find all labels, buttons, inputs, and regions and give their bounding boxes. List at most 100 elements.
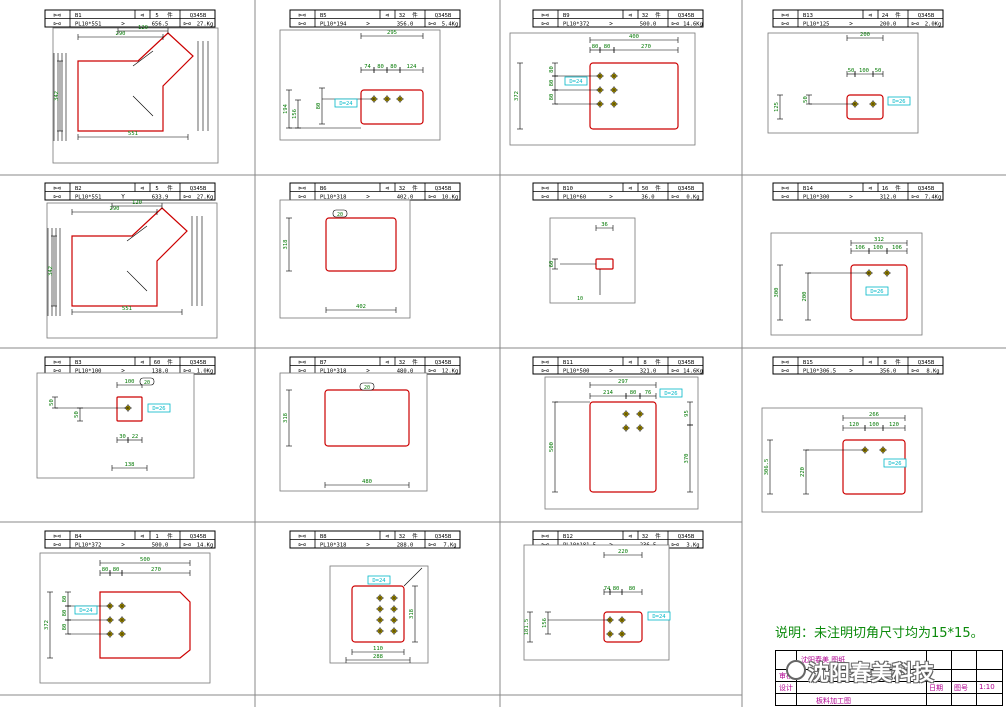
arrow-icon: ⊲	[385, 359, 389, 366]
part-material: Q345B	[918, 360, 935, 366]
dim-text: 80	[316, 103, 322, 110]
part-unit: 件	[167, 358, 173, 366]
arrow-icon: ⊳⊲	[53, 21, 61, 28]
part-weight: 5.4Kg	[442, 22, 459, 28]
part-id: B3	[75, 360, 82, 366]
hole-tag	[659, 388, 683, 398]
arrow-icon: ⊳⊲	[541, 194, 549, 201]
dim-text: 120	[849, 422, 859, 428]
part-unit: 件	[167, 11, 173, 19]
dim-text: 306.5	[764, 459, 770, 476]
cut-corner-note: 说明：未注明切角尺寸均为15*15。	[775, 626, 984, 641]
part-id: B4	[75, 534, 82, 540]
dim-text: 110	[373, 646, 383, 652]
dim-text: 74	[364, 64, 371, 70]
dim-text: 318	[283, 413, 289, 423]
arrow-icon: ⊳⊲	[53, 194, 61, 201]
part-qty: 5	[155, 13, 158, 19]
title-block-design: 设计	[779, 684, 793, 692]
dim-text: 342	[48, 266, 54, 276]
part-symbol: >	[366, 194, 370, 201]
part-weight: 14.6Kg	[683, 22, 703, 28]
arrow-icon: ⊳⊲	[53, 542, 61, 549]
plate-outline	[850, 264, 908, 321]
arrow-icon: ⊳⊲	[53, 359, 61, 366]
arrow-icon: ⊳⊲	[183, 542, 191, 549]
hole-tag	[564, 76, 588, 86]
title-block-scale: 1:10	[979, 683, 995, 691]
part-qty: 8	[643, 360, 646, 366]
part-material: Q345B	[190, 360, 207, 366]
part-length: 480.0	[397, 369, 414, 375]
arrow-icon: ⊲	[140, 185, 144, 192]
dim-text: 50	[803, 96, 809, 103]
dim-text: 402	[356, 304, 366, 310]
arrow-icon: ⊲	[140, 359, 144, 366]
hole-tag	[883, 458, 907, 468]
part-material: Q345B	[678, 534, 695, 540]
part-spec: PL10*194	[320, 22, 347, 28]
arrow-icon: ⊳⊲	[781, 194, 789, 201]
part-qty: 60	[154, 360, 161, 366]
drawing-frame	[544, 376, 699, 510]
part-weight: 10.Kg	[442, 195, 459, 201]
part-id: B11	[563, 360, 573, 366]
part-weight: 12.Kg	[442, 369, 459, 375]
part-length: 288.0	[397, 543, 414, 549]
part-unit: 件	[655, 532, 661, 540]
part-spec: PL10*60	[563, 195, 586, 201]
part-weight: 3.Kg	[686, 543, 699, 549]
hole-tag-label: D=26	[152, 406, 165, 412]
part-spec: PL10*125	[803, 22, 830, 28]
arrow-icon: ⊳⊲	[911, 194, 919, 201]
part-spec: PL10*372	[75, 543, 102, 549]
part-id: B6	[320, 186, 327, 192]
plate-outline	[360, 89, 424, 125]
dim-text: 10	[577, 296, 583, 302]
part-weight: 8.Kg	[926, 369, 939, 375]
part-weight: 7.4Kg	[925, 195, 942, 201]
arrow-icon: ⊳⊲	[53, 533, 61, 540]
plate-outline	[325, 217, 397, 272]
part-spec: PL10*500	[563, 369, 590, 375]
part-length: 656.5	[152, 22, 169, 28]
arrow-icon: ⊳⊲	[541, 368, 549, 375]
part-spec: PL10*372	[563, 22, 590, 28]
part-qty: 32	[399, 360, 406, 366]
part-length: 402.0	[397, 195, 414, 201]
part-symbol: >	[609, 21, 613, 28]
dim-text: 80	[377, 64, 384, 70]
part-material: Q345B	[918, 186, 935, 192]
hole-tag	[74, 605, 98, 615]
part-symbol: >	[121, 21, 125, 28]
dim-text: 36	[601, 222, 608, 228]
dim-text: 370	[684, 454, 690, 464]
dim-text: 50	[848, 68, 855, 74]
part-id: B14	[803, 186, 814, 192]
part-length: 356.0	[397, 22, 414, 28]
part-material: Q345B	[678, 13, 695, 19]
drawing-frame	[39, 552, 211, 684]
part-unit: 件	[412, 532, 418, 540]
title-block-number: 图号	[954, 684, 968, 692]
dim-text: 551	[128, 131, 138, 137]
dim-text: 312	[874, 237, 884, 243]
arrow-icon: ⊳⊲	[781, 21, 789, 28]
watermark-text: 沈阳春美科技	[808, 661, 934, 685]
part-id: B15	[803, 360, 813, 366]
part-symbol: >	[849, 21, 853, 28]
dim-text: 200	[802, 292, 808, 302]
dim-text: 318	[409, 609, 415, 619]
arrow-icon: ⊳⊲	[541, 21, 549, 28]
dim-text: 80	[62, 610, 68, 617]
dim-text: 266	[869, 412, 879, 418]
